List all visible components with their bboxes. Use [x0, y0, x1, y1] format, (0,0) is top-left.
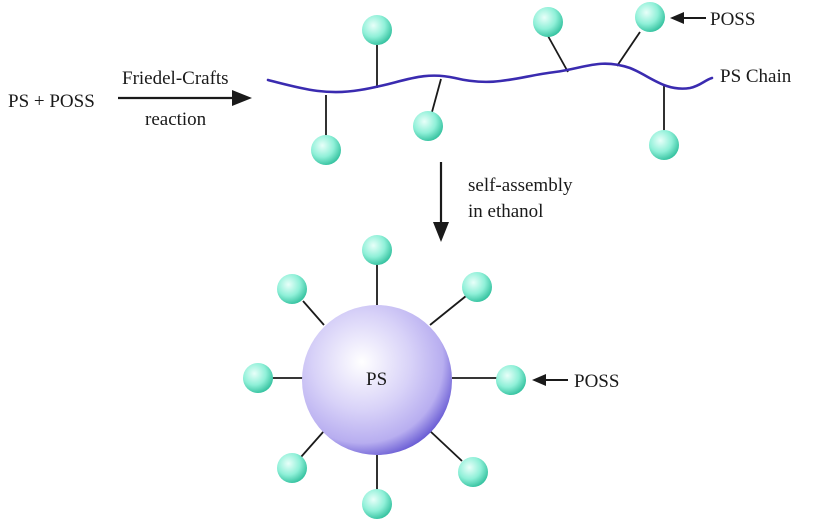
poss-bead [635, 2, 665, 32]
poss-spoke [429, 430, 463, 462]
poss-bead [496, 365, 526, 395]
self-assembly-label-line1: self-assembly [468, 175, 573, 196]
ps-core-label: PS [366, 369, 387, 390]
poss-bead [649, 130, 679, 160]
poss-label-top: POSS [710, 9, 755, 30]
poss-bead [413, 111, 443, 141]
poss-pointer-arrow-micelle [532, 374, 568, 386]
reaction-label-line1: Friedel-Crafts [122, 68, 229, 89]
ps-chain-label: PS Chain [720, 66, 792, 87]
poss-bead [533, 7, 563, 37]
poss-spoke [302, 300, 325, 326]
poss-bead [243, 363, 273, 393]
poss-spoke [300, 430, 325, 458]
poss-bead [277, 453, 307, 483]
poss-bead [458, 457, 488, 487]
ps-chain-diagram [266, 2, 714, 165]
self-assembly-label-line2: in ethanol [468, 201, 543, 222]
ps-chain-line [266, 62, 714, 94]
poss-pointer-arrow-top [670, 12, 706, 24]
reaction-arrow [118, 90, 252, 106]
ps-core [302, 305, 452, 455]
reaction-label-line2: reaction [145, 109, 207, 130]
poss-stem [547, 35, 569, 73]
poss-bead [462, 272, 492, 302]
self-assembly-arrow [433, 162, 449, 242]
poss-stem [616, 31, 641, 67]
poss-bead [362, 235, 392, 265]
poss-bead [362, 489, 392, 519]
reaction-arrow-head [232, 90, 252, 106]
poss-bead [362, 15, 392, 45]
poss-label-micelle: POSS [574, 371, 619, 392]
micelle-diagram: PS [243, 235, 526, 519]
reactants-label: PS + POSS [8, 91, 95, 112]
poss-bead [311, 135, 341, 165]
poss-bead [277, 274, 307, 304]
poss-stem [431, 78, 442, 113]
poss-spoke [429, 295, 467, 326]
self-assembly-arrow-head [433, 222, 449, 242]
